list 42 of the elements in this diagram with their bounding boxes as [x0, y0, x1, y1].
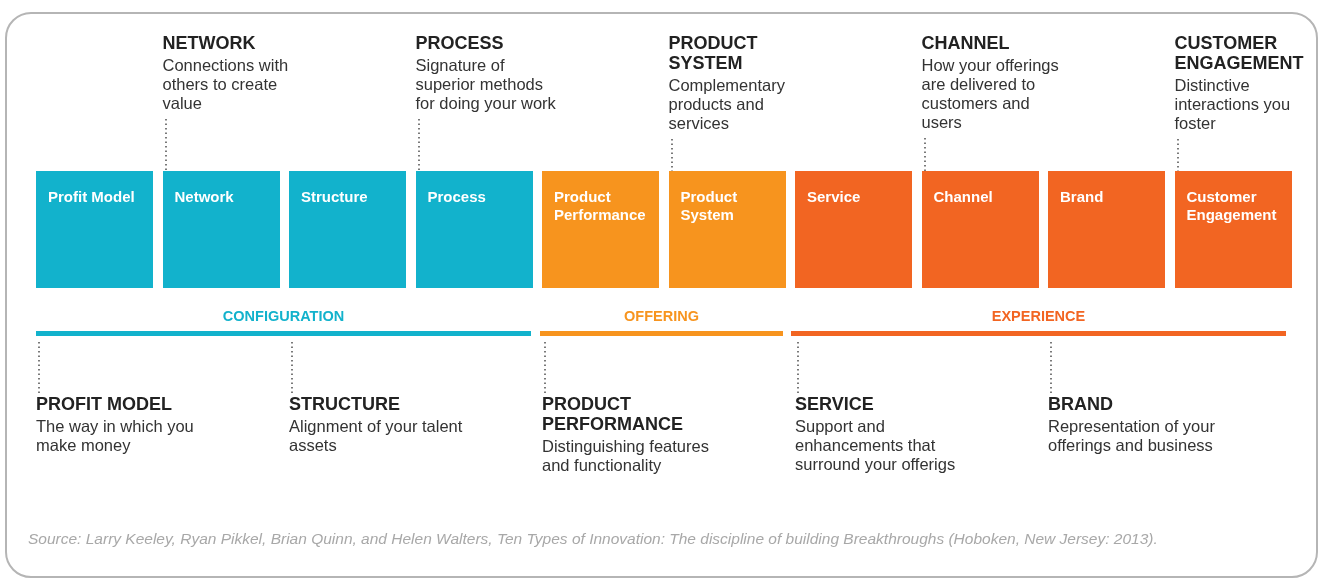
type-heading: PROFIT MODEL [36, 394, 173, 414]
type-description: Alignment of your talent assets [289, 417, 464, 455]
innovation-type-tile: Service [795, 171, 912, 288]
innovation-type-tile: Channel [921, 171, 1039, 288]
leader-line [418, 118, 420, 172]
category-label: EXPERIENCE [991, 307, 1086, 325]
source-caption: Source: Larry Keeley, Ryan Pikkel, Brian Quinn, and Helen Walters, Ten Types of Innovation: The discipline of building Breakthroughs (Hoboken, New Jersey: 2013). [28, 529, 1159, 549]
leader-line [544, 341, 546, 395]
innovation-type-tile: Profit Model [36, 171, 153, 288]
type-heading: STRUCTURE [289, 394, 401, 414]
type-heading: NETWORK [162, 33, 257, 53]
type-description: Support and enhancements that surround your offerigs [795, 417, 957, 474]
innovation-type-tile: Network [162, 171, 280, 288]
category-label: CONFIGURATION [222, 307, 345, 325]
type-heading: CUSTOMER ENGAGEMENT [1174, 33, 1305, 73]
innovation-type-tile: Product System [668, 171, 786, 288]
category-label: OFFERING [624, 307, 699, 325]
type-heading: BRAND [1048, 394, 1114, 414]
leader-line [291, 341, 293, 395]
leader-line [38, 341, 40, 395]
leader-line [924, 137, 926, 172]
type-description: Complementary products and services [668, 76, 786, 133]
type-description: Signature of superior methods for doing your work [415, 56, 557, 113]
type-description: Connections with others to create value [162, 56, 290, 113]
type-description: Distinguishing features and functionality [542, 437, 710, 475]
innovation-type-tile: Product Performance [542, 171, 659, 288]
type-heading: PROCESS [415, 33, 505, 53]
type-description: How your offerings are delivered to customers and users [921, 56, 1060, 132]
type-heading: CHANNEL [921, 33, 1011, 53]
leader-line [797, 341, 799, 395]
type-heading: PRODUCT PERFORMANCE [542, 394, 684, 434]
type-description: The way in which you make money [36, 417, 195, 455]
innovation-type-tile: Process [415, 171, 533, 288]
type-description: Representation of your offerings and business [1048, 417, 1216, 455]
leader-line [165, 118, 167, 172]
innovation-type-tile: Brand [1048, 171, 1165, 288]
leader-line [1050, 341, 1052, 395]
innovation-type-tile: Structure [289, 171, 406, 288]
type-description: Distinctive interactions you foster [1174, 76, 1292, 133]
type-heading: PRODUCT SYSTEM [668, 33, 759, 73]
innovation-type-tile: Customer Engagement [1174, 171, 1292, 288]
type-heading: SERVICE [795, 394, 875, 414]
